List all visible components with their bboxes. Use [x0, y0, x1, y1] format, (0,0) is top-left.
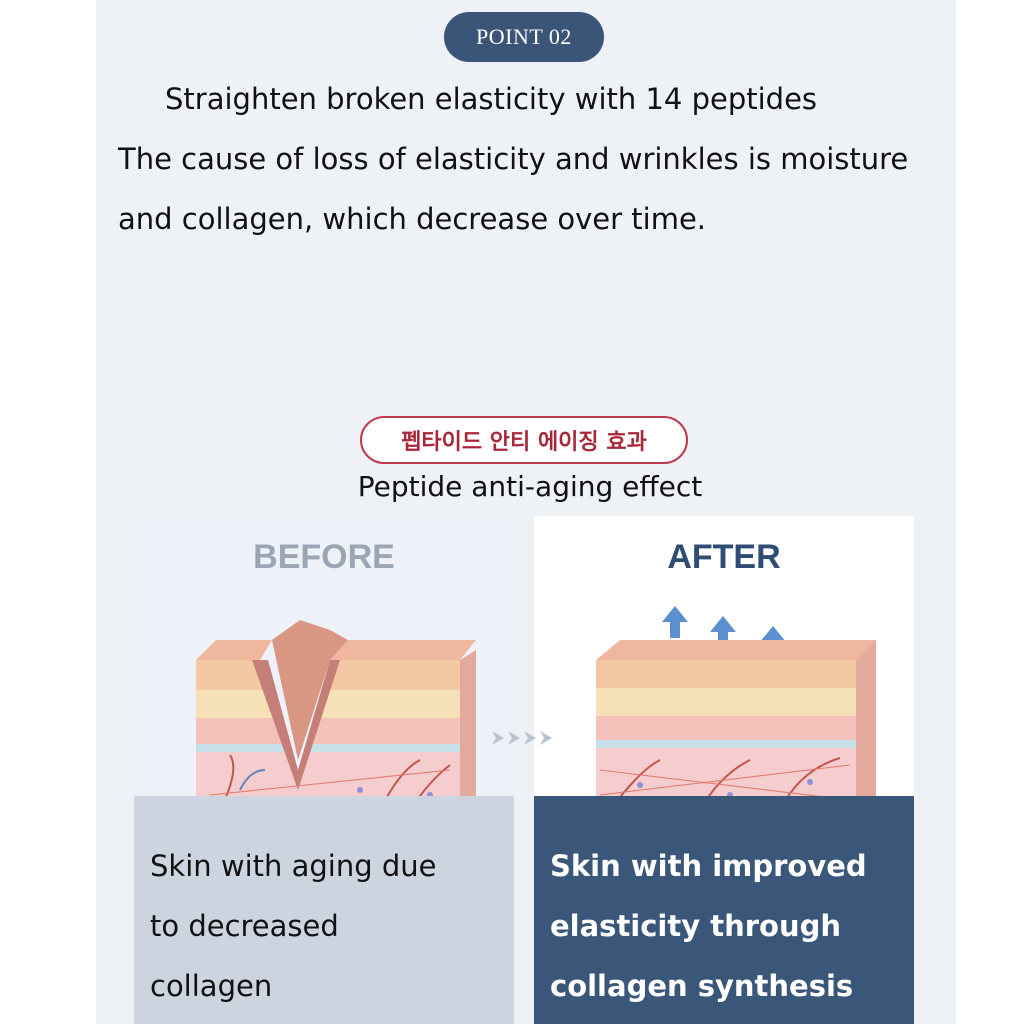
after-caption-line: elasticity through: [550, 909, 842, 943]
before-caption: Skin with aging due to decreased collage…: [150, 836, 436, 1016]
before-caption-box: Skin with aging due to decreased collage…: [134, 796, 514, 1024]
body-line-2: and collagen, which decrease over time.: [118, 202, 707, 236]
before-caption-line: to decreased: [150, 909, 339, 943]
after-title: AFTER: [667, 538, 781, 576]
before-title: BEFORE: [253, 538, 395, 576]
triple-chevron-right-icon: [492, 731, 552, 745]
after-caption-line: Skin with improved: [550, 849, 867, 883]
section-subtitle: Peptide anti-aging effect: [357, 470, 703, 503]
after-caption-line: collagen synthesis: [550, 969, 854, 1003]
point-badge: POINT 02: [444, 12, 604, 62]
before-caption-line: collagen: [150, 969, 273, 1003]
after-caption-box: Skin with improved elasticity through co…: [534, 796, 914, 1024]
after-caption: Skin with improved elasticity through co…: [550, 836, 867, 1016]
headline: Straighten broken elasticity with 14 pep…: [165, 82, 818, 116]
korean-label-pill: 펩타이드 안티 에이징 효과: [360, 416, 688, 464]
body-line-1: The cause of loss of elasticity and wrin…: [118, 142, 909, 176]
before-caption-line: Skin with aging due: [150, 849, 437, 883]
